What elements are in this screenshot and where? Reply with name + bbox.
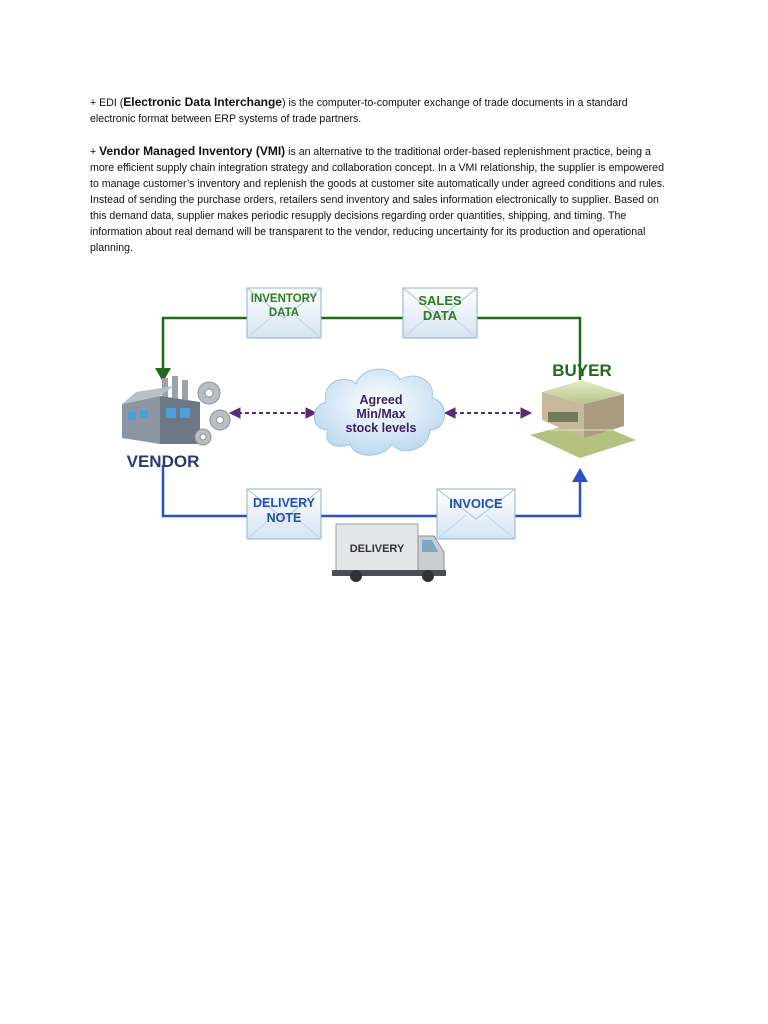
blue-delivery-flow [161,465,588,518]
agreed-levels-cloud: Agreed Min/Max stock levels [313,368,445,456]
cloud-line1: Agreed [359,393,402,407]
invoice-envelope: INVOICE [436,488,516,540]
green-info-flow [155,316,582,382]
buyer-label: BUYER [552,361,612,380]
inventory-data-envelope: INVENTORY DATA [246,287,322,339]
delivery-truck-icon: DELIVERY [332,523,446,582]
sales-data-line1: SALES [418,293,462,308]
factory-icon [122,376,200,444]
delivery-note-line1: DELIVERY [253,496,316,510]
edi-prefix: + EDI ( [90,97,124,109]
vmi-paragraph: + Vendor Managed Inventory (VMI) is an a… [90,143,670,256]
edi-definition: is the computer-to-computer exchange of … [90,97,628,125]
edi-paragraph: + EDI (Electronic Data Interchange) is t… [90,94,670,127]
dashed-arrow-right [443,407,533,419]
inventory-data-line1: INVENTORY [251,293,318,305]
down-arrow-icon [155,368,171,382]
dashed-arrow-left [228,407,318,419]
cloud-line2: Min/Max [356,407,405,421]
vendor-label: VENDOR [127,452,200,471]
delivery-note-envelope: DELIVERY NOTE [246,488,322,540]
vmi-flow-diagram: INVENTORY DATA SALES DATA DELIVERY NOTE … [122,287,636,582]
up-arrow-icon [572,468,588,482]
gears-icon [194,381,231,446]
sales-data-line2: DATA [423,308,458,323]
store-building-icon [530,380,636,458]
inventory-data-line2: DATA [269,307,299,319]
delivery-note-line2: NOTE [267,511,302,525]
truck-label: DELIVERY [350,543,405,555]
vmi-definition: is an alternative to the traditional ord… [90,146,665,254]
cloud-line3: stock levels [346,421,417,435]
edi-term: Electronic Data Interchange [123,95,282,109]
edi-suffix: ) [281,97,286,109]
sales-data-envelope: SALES DATA [402,287,478,339]
invoice-label: INVOICE [449,496,503,511]
vmi-term: Vendor Managed Inventory (VMI) [99,144,286,158]
vmi-prefix: + [90,146,100,158]
